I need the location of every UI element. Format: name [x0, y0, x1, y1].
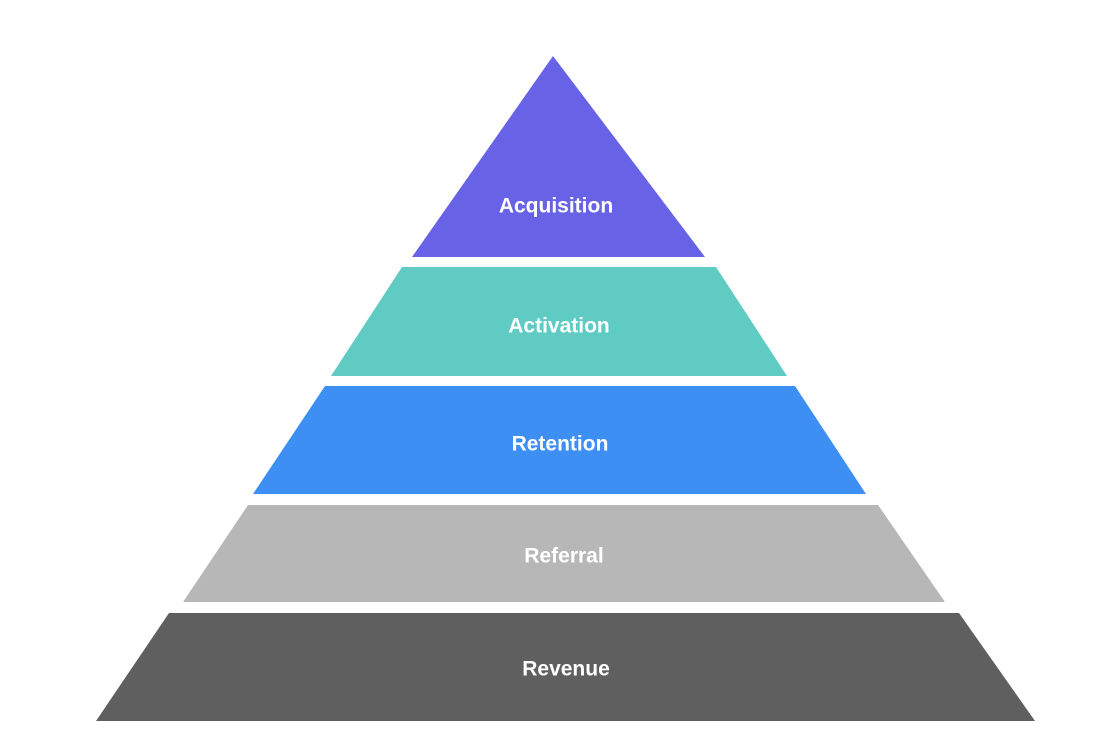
tier-retention-shape — [253, 386, 866, 494]
tier-referral-label: Referral — [524, 545, 603, 568]
tier-revenue-shape — [96, 613, 1035, 721]
tier-activation: Activation — [331, 267, 787, 376]
tier-acquisition-shape — [412, 56, 705, 257]
tier-retention: Retention — [253, 386, 866, 494]
tier-revenue-label: Revenue — [522, 658, 610, 681]
tier-revenue: Revenue — [96, 613, 1035, 721]
tier-acquisition-label: Acquisition — [499, 195, 613, 218]
tier-activation-label: Activation — [508, 315, 610, 338]
tier-activation-shape — [331, 267, 787, 376]
tier-acquisition: Acquisition — [412, 56, 705, 257]
tier-retention-label: Retention — [512, 433, 609, 456]
tier-referral: Referral — [183, 505, 945, 602]
tier-referral-shape — [183, 505, 945, 602]
